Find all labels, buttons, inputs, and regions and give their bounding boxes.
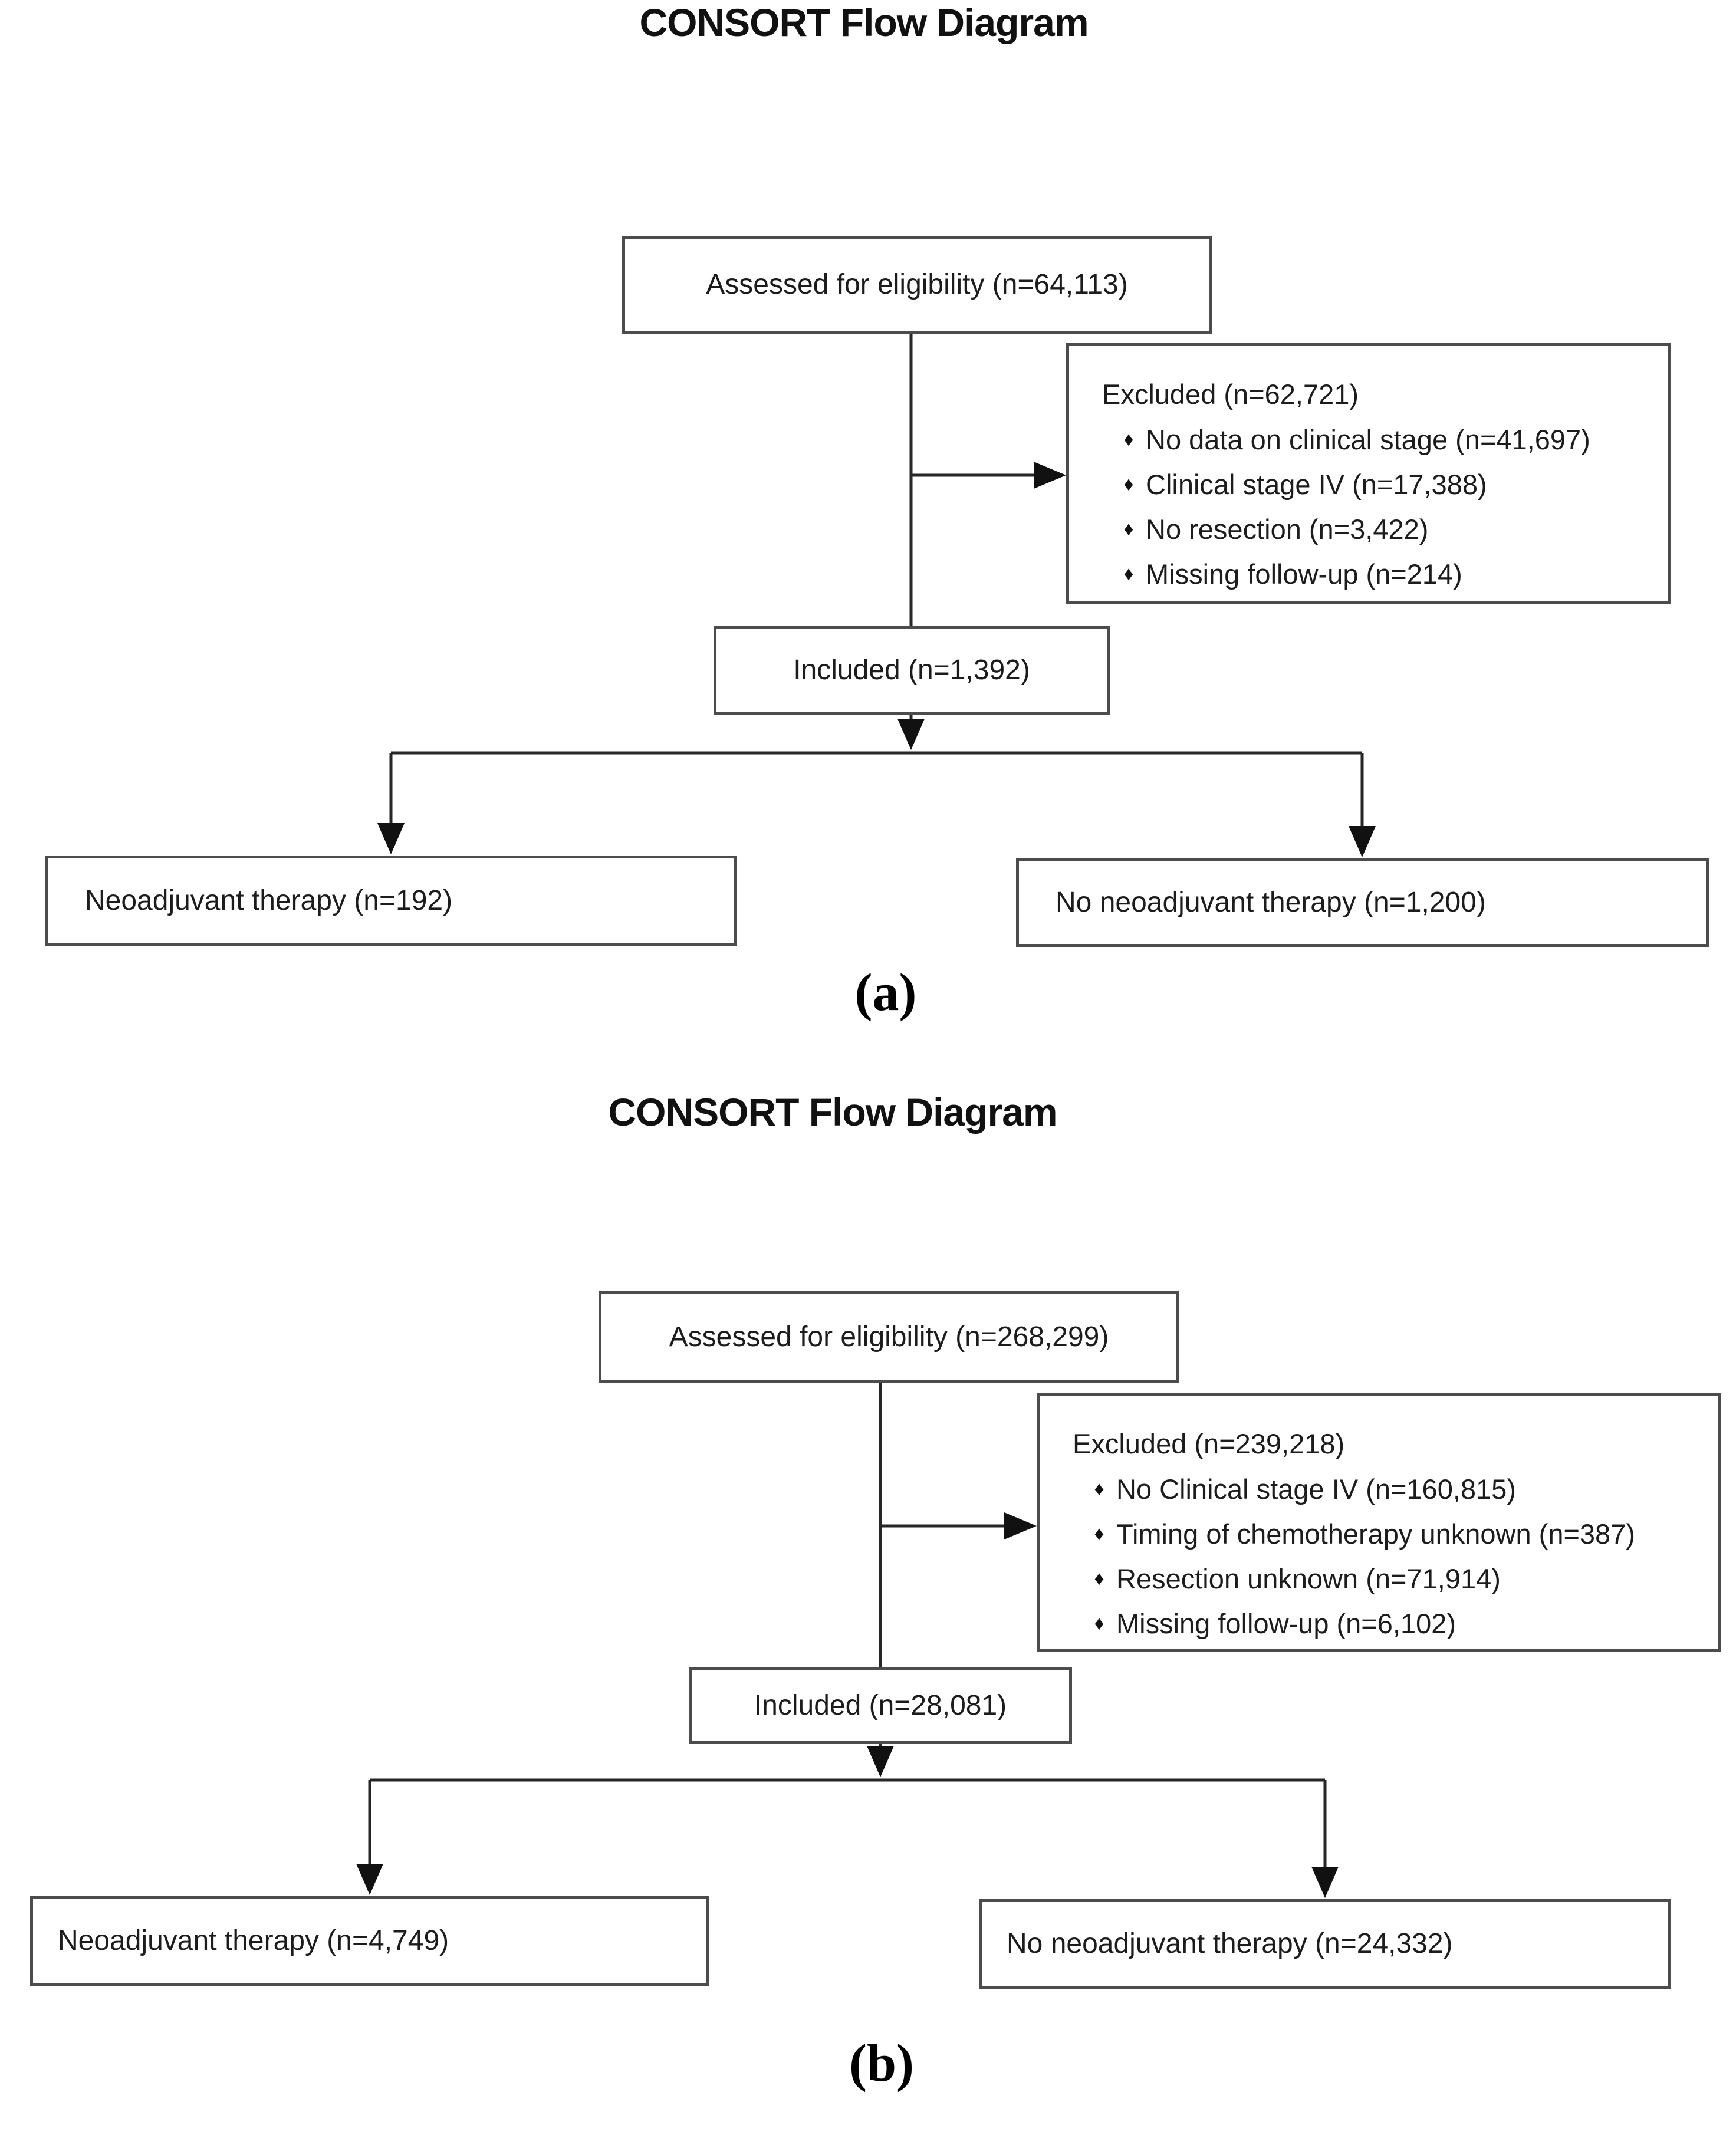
excluded-reason: ♦ Missing follow-up (n=6,102) bbox=[1073, 1601, 1704, 1646]
arrowhead-down-icon bbox=[356, 1864, 383, 1895]
excluded-reason-label: Timing of chemotherapy unknown (n=387) bbox=[1116, 1518, 1635, 1550]
excluded-reason: ♦ Clinical stage IV (n=17,388) bbox=[1102, 462, 1653, 506]
excluded-reason: ♦ Timing of chemotherapy unknown (n=387) bbox=[1073, 1511, 1704, 1556]
excluded-reason-label: Missing follow-up (n=6,102) bbox=[1116, 1607, 1456, 1639]
included-box-a: Included (n=1,392) bbox=[714, 626, 1110, 715]
arrowhead-down-icon bbox=[1311, 1867, 1339, 1898]
excluded-reason: ♦ Missing follow-up (n=214) bbox=[1102, 551, 1653, 596]
assessed-box-b: Assessed for eligibility (n=268,299) bbox=[599, 1291, 1179, 1383]
diamond-bullet-icon: ♦ bbox=[1123, 473, 1134, 495]
arrowhead-down-icon bbox=[867, 1746, 894, 1777]
arrowhead-down-icon bbox=[1349, 826, 1376, 857]
diagram-a-title: CONSORT Flow Diagram bbox=[639, 1, 1089, 44]
excluded-reason-label: Clinical stage IV (n=17,388) bbox=[1146, 468, 1487, 500]
excluded-reason-label: Resection unknown (n=71,914) bbox=[1116, 1562, 1501, 1594]
arrowhead-right-icon bbox=[1004, 1512, 1037, 1539]
included-label-a: Included (n=1,392) bbox=[793, 654, 1030, 686]
caption-b: (b) bbox=[849, 2034, 914, 2093]
assessed-label-b: Assessed for eligibility (n=268,299) bbox=[669, 1321, 1109, 1353]
no-neoadjuvant-label-b: No neoadjuvant therapy (n=24,332) bbox=[1007, 1928, 1453, 1959]
excluded-header-b: Excluded (n=239,218) bbox=[1073, 1427, 1345, 1459]
excluded-reason: ♦ No resection (n=3,422) bbox=[1102, 506, 1653, 551]
caption-a: (a) bbox=[854, 963, 917, 1022]
excluded-box-a: Excluded (n=62,721) ♦ No data on clinica… bbox=[1066, 343, 1671, 604]
included-label-b: Included (n=28,081) bbox=[754, 1690, 1007, 1721]
diamond-bullet-icon: ♦ bbox=[1123, 562, 1134, 584]
neoadjuvant-box-b: Neoadjuvant therapy (n=4,749) bbox=[30, 1896, 709, 1986]
diamond-bullet-icon: ♦ bbox=[1094, 1522, 1104, 1544]
arrowhead-down-icon bbox=[897, 719, 925, 750]
excluded-header-a: Excluded (n=62,721) bbox=[1102, 378, 1359, 410]
diamond-bullet-icon: ♦ bbox=[1123, 518, 1134, 539]
excluded-reason-label: No data on clinical stage (n=41,697) bbox=[1146, 423, 1590, 455]
arrowhead-right-icon bbox=[1034, 462, 1066, 489]
included-box-b: Included (n=28,081) bbox=[689, 1667, 1072, 1744]
assessed-label-a: Assessed for eligibility (n=64,113) bbox=[706, 269, 1128, 300]
excluded-reason: ♦ No data on clinical stage (n=41,697) bbox=[1102, 417, 1653, 462]
diagram-b-title: CONSORT Flow Diagram bbox=[608, 1090, 1057, 1134]
diamond-bullet-icon: ♦ bbox=[1094, 1612, 1104, 1634]
excluded-reason-label: Missing follow-up (n=214) bbox=[1146, 558, 1462, 590]
neoadjuvant-label-b: Neoadjuvant therapy (n=4,749) bbox=[58, 1925, 449, 1956]
excluded-reason-label: No Clinical stage IV (n=160,815) bbox=[1116, 1473, 1516, 1505]
no-neoadjuvant-label-a: No neoadjuvant therapy (n=1,200) bbox=[1056, 887, 1486, 918]
neoadjuvant-box-a: Neoadjuvant therapy (n=192) bbox=[45, 856, 737, 946]
assessed-box-a: Assessed for eligibility (n=64,113) bbox=[622, 236, 1212, 334]
no-neoadjuvant-box-b: No neoadjuvant therapy (n=24,332) bbox=[979, 1899, 1671, 1989]
excluded-box-b: Excluded (n=239,218) ♦ No Clinical stage… bbox=[1037, 1393, 1721, 1652]
arrowhead-down-icon bbox=[377, 823, 405, 854]
excluded-reason: ♦ No Clinical stage IV (n=160,815) bbox=[1073, 1466, 1704, 1511]
no-neoadjuvant-box-a: No neoadjuvant therapy (n=1,200) bbox=[1016, 858, 1709, 947]
excluded-reason-label: No resection (n=3,422) bbox=[1146, 513, 1429, 545]
excluded-reason: ♦ Resection unknown (n=71,914) bbox=[1073, 1556, 1704, 1601]
neoadjuvant-label-a: Neoadjuvant therapy (n=192) bbox=[85, 884, 453, 916]
diamond-bullet-icon: ♦ bbox=[1123, 428, 1134, 450]
diamond-bullet-icon: ♦ bbox=[1094, 1567, 1104, 1589]
diamond-bullet-icon: ♦ bbox=[1094, 1478, 1104, 1499]
